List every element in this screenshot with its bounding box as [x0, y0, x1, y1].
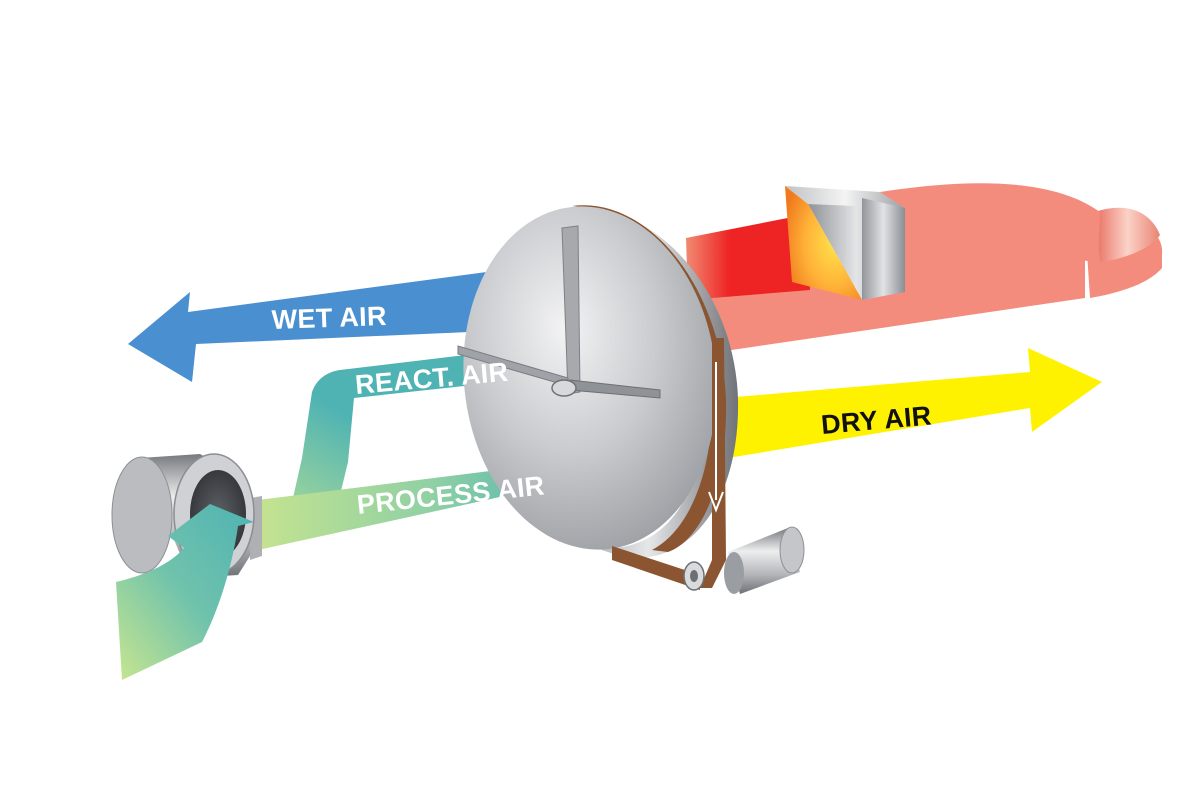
inlet-air-arrow: [116, 504, 254, 680]
wet-air-label: WET AIR: [271, 301, 387, 335]
desiccant-wheel: [457, 205, 739, 558]
dry-air-arrow: [700, 348, 1102, 460]
heated-duct: [686, 214, 810, 300]
process-air-arrow: [258, 438, 576, 550]
wet-air-arrow: [128, 268, 516, 382]
drive-belt: [612, 338, 726, 590]
heater-icon: [785, 186, 905, 300]
motor-icon: [683, 526, 805, 594]
